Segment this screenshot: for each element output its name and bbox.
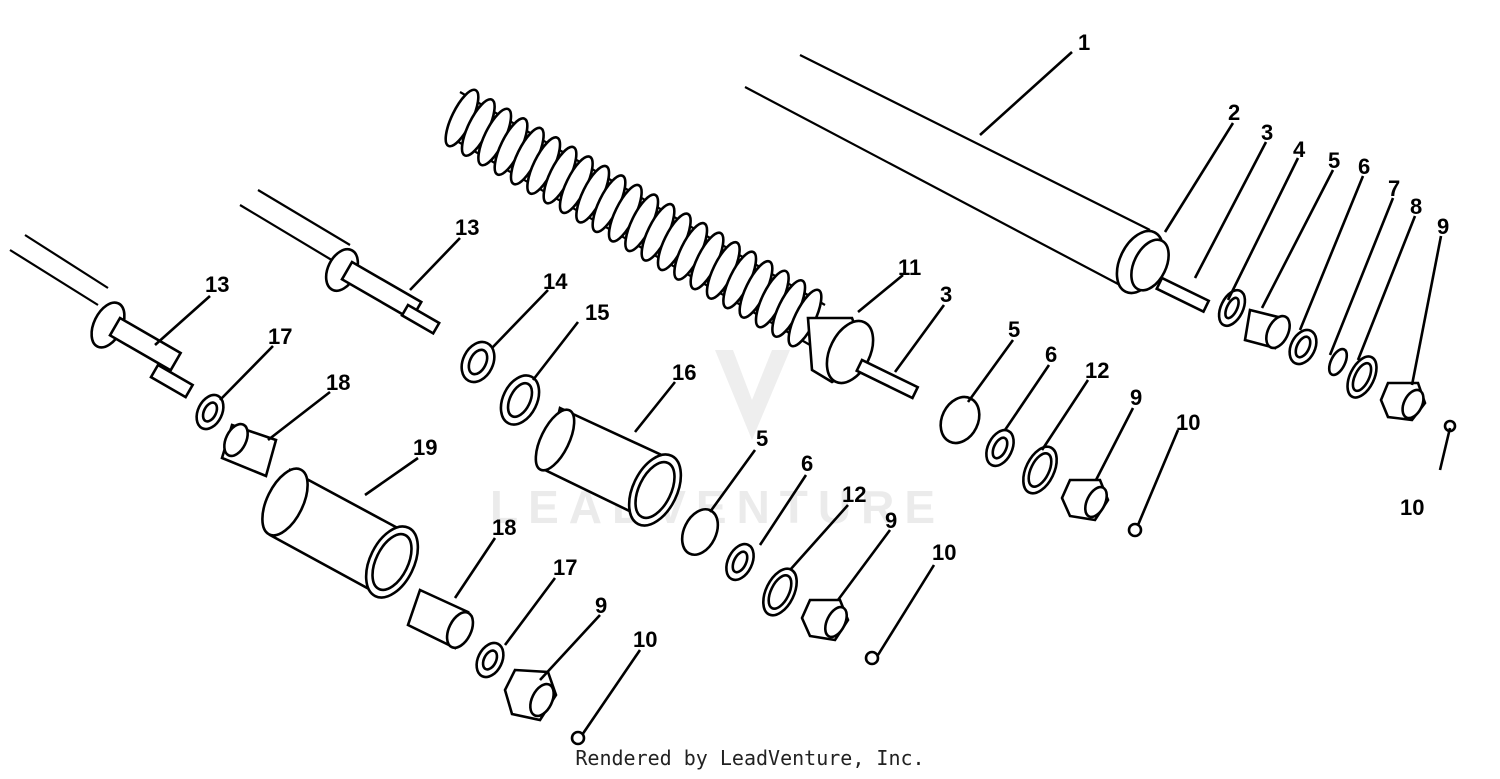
callout-2: 2 [1228, 100, 1240, 125]
callout-5: 5 [756, 426, 768, 451]
callout-12: 12 [1085, 358, 1109, 383]
roller-ribs [444, 88, 823, 348]
callout-3: 3 [1261, 120, 1273, 145]
callout-16: 16 [672, 360, 696, 385]
callout-8: 8 [1410, 194, 1422, 219]
callout-9: 9 [1130, 385, 1142, 410]
leader-lines [154, 51, 1452, 736]
callout-9: 9 [885, 508, 897, 533]
footer-credit: Rendered by LeadVenture, Inc. [575, 746, 925, 770]
callout-1: 1 [1078, 30, 1090, 55]
callout-14: 14 [543, 269, 568, 294]
callout-18: 18 [492, 515, 516, 540]
callout-18: 18 [326, 370, 350, 395]
callout-labels: 1 2 3 4 5 6 7 8 9 10 11 3 5 6 12 9 10 13… [205, 30, 1449, 652]
callout-13: 13 [205, 272, 229, 297]
callout-6: 6 [801, 451, 813, 476]
callout-19: 19 [413, 435, 437, 460]
callout-13: 13 [455, 215, 479, 240]
shaft-lower [9, 234, 195, 399]
callout-15: 15 [585, 300, 609, 325]
shaft-upper [239, 189, 441, 336]
callout-11: 11 [898, 255, 921, 280]
callout-17: 17 [268, 324, 292, 349]
callout-3: 3 [940, 282, 952, 307]
callout-9: 9 [595, 593, 607, 618]
callout-10: 10 [1400, 495, 1424, 520]
roller-end [806, 316, 920, 400]
right-hardware [1217, 288, 1457, 433]
callout-10: 10 [932, 540, 956, 565]
callout-6: 6 [1045, 342, 1057, 367]
callout-12: 12 [842, 482, 866, 507]
callout-7: 7 [1388, 176, 1400, 201]
middle-hardware [939, 395, 1143, 538]
callout-9: 9 [1437, 214, 1449, 239]
bushing-group-left [195, 393, 586, 746]
bushing-group-middle [460, 340, 880, 666]
callout-5: 5 [1008, 317, 1020, 342]
callout-17: 17 [553, 555, 577, 580]
callout-10: 10 [633, 627, 657, 652]
callout-5: 5 [1328, 148, 1340, 173]
callout-6: 6 [1358, 154, 1370, 179]
roller-tube [744, 54, 1211, 314]
callout-4: 4 [1293, 137, 1306, 162]
callout-10: 10 [1176, 410, 1200, 435]
